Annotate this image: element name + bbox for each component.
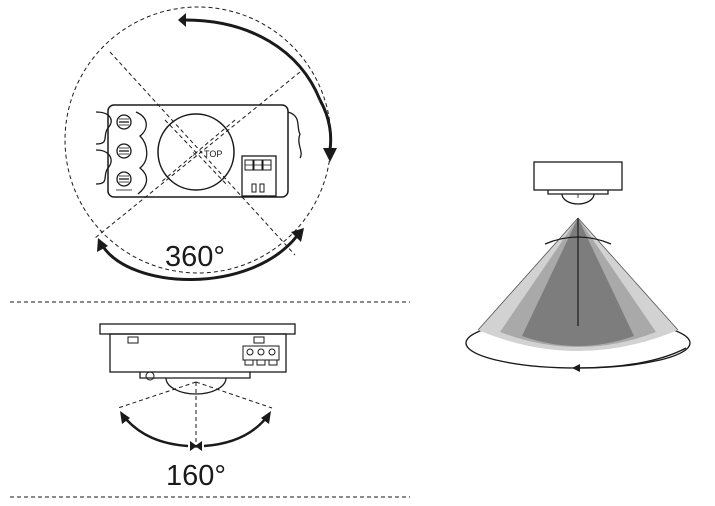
side-view-diagram: 160° [99, 323, 296, 492]
detection-arrow-right [203, 417, 267, 448]
sensor-dome [165, 377, 227, 395]
detection-arrow-left [124, 417, 189, 448]
adjustment-knob [116, 143, 132, 159]
rotation-arrow-top [184, 18, 322, 101]
rotation-angle-label: 360° [165, 241, 225, 273]
ceiling-sensor-icon [533, 161, 623, 205]
diagonal-line [94, 71, 301, 239]
detection-cone-illustration [465, 161, 691, 372]
adjustment-knob [116, 171, 132, 191]
rotation-arrow-right [318, 99, 333, 151]
adjustment-knob [116, 114, 132, 130]
motion-sensor-top-view-icon: × TOP [95, 104, 302, 198]
terminal-block [241, 155, 277, 197]
detection-angle-label: 160° [166, 460, 226, 492]
top-marker-label: TOP [204, 149, 222, 159]
lens-center-mark: × [192, 149, 197, 159]
rotation-arrow-bottom [100, 235, 299, 281]
top-view-diagram: × TOP 360° [64, 6, 337, 281]
sensor-lens [157, 113, 235, 191]
motion-sensor-side-view-icon [99, 323, 296, 395]
diagonal-line [109, 51, 296, 256]
cone-angle-arc [544, 236, 612, 245]
